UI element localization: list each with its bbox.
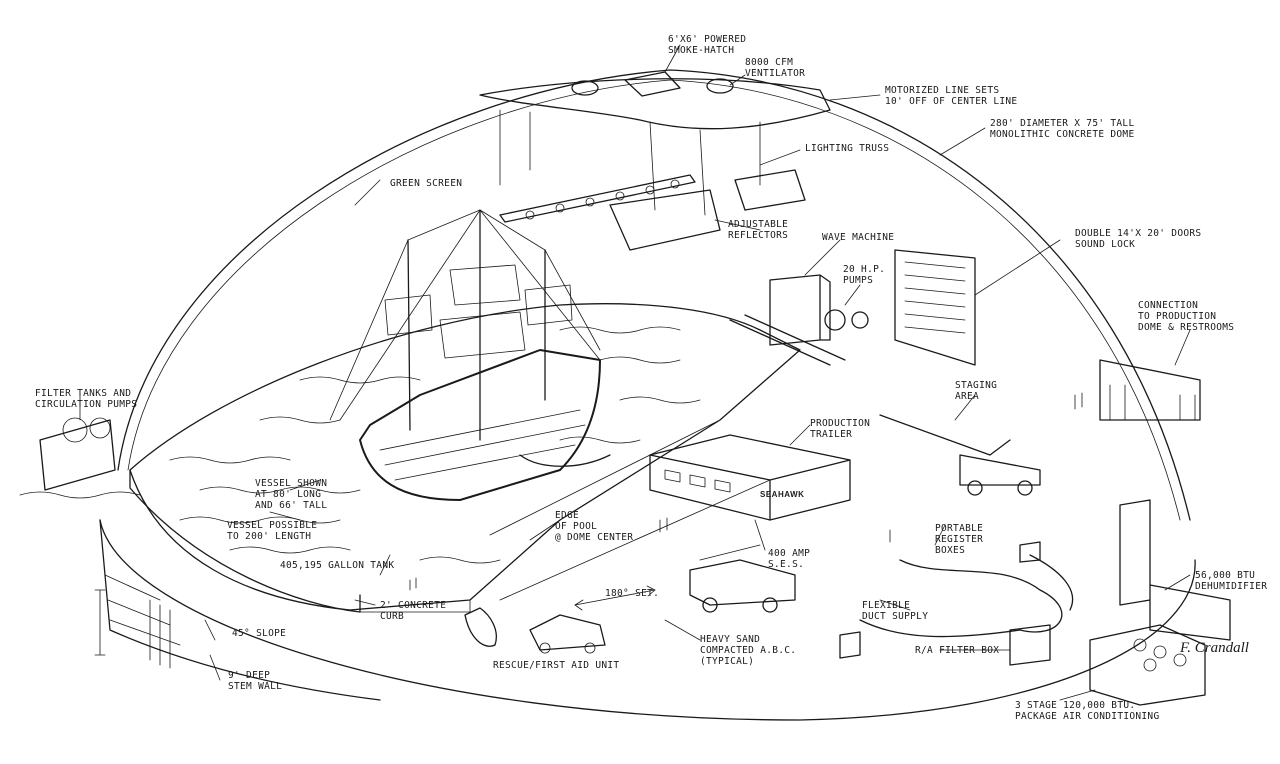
water-waves (169, 326, 701, 564)
artist-signature: F. Crandall (1180, 640, 1249, 656)
filter-box (1009, 624, 1051, 666)
label-green-screen: green screen (390, 178, 463, 189)
label-air-conditioning: 3 stage 120,000 btu. package air conditi… (1015, 700, 1160, 722)
label-stem-wall: 9' deep stem wall (228, 670, 283, 692)
set-arrow (574, 589, 656, 606)
label-pumps: 20 h.p. pumps (843, 264, 886, 286)
truck (689, 559, 796, 606)
label-filter-box: r/a filter box (915, 645, 1000, 656)
label-staging: staging area (955, 380, 998, 402)
staging-crane (879, 414, 1041, 486)
sound-lock-doors (894, 249, 976, 366)
ventilator-2 (706, 78, 734, 94)
rescue-boat (464, 607, 497, 647)
rescue-car (529, 614, 606, 651)
ship-sail-3 (384, 294, 433, 336)
label-lighting-truss: lighting truss (805, 143, 890, 154)
reflector-1 (609, 189, 721, 251)
flexible-duct-2 (1029, 554, 1074, 611)
pool-curb (129, 469, 361, 613)
pool-outline (129, 303, 801, 611)
label-doors: double 14'x 20' doors sound lock (1075, 228, 1202, 250)
dehumidifier (1119, 499, 1231, 641)
ship-mast-fore (407, 239, 411, 431)
label-wave-machine: wave machine (822, 232, 895, 243)
label-filter-tanks: filter tanks and circulation pumps (35, 388, 138, 410)
trailer-name-text: SEAHAWK (760, 490, 805, 499)
rowboat (519, 454, 611, 467)
label-line-sets: motorized line sets 10' off of center li… (885, 85, 1018, 107)
label-amp: 400 amp s.e.s. (768, 548, 811, 570)
label-set: 180° set. (605, 588, 660, 599)
label-dehumidifier: 56,000 btu dehumidifier (1195, 570, 1268, 592)
label-vessel-shown: vessel shown at 80' long and 66' tall (255, 478, 328, 511)
label-flexible-duct: flexible duct supply (862, 600, 929, 622)
label-reflectors: adjustable reflectors (728, 219, 789, 241)
label-dome: 280' diameter x 75' tall monolithic conc… (990, 118, 1135, 140)
label-gallon-tank: 405,195 gallon tank (280, 560, 395, 571)
reflector-2 (734, 169, 806, 211)
stem-wall (99, 519, 381, 701)
label-slope: 45° slope (232, 628, 287, 639)
label-heavy-sand: heavy sand compacted a.b.c. (typical) (700, 634, 797, 667)
people-figures (409, 392, 1083, 591)
label-rescue: rescue/first aid unit (493, 660, 620, 671)
filter-tanks (39, 419, 116, 491)
flexible-duct (899, 559, 1063, 633)
label-connection: connection to production dome & restroom… (1138, 300, 1235, 333)
register-box (1019, 541, 1041, 563)
dome-shell (117, 69, 1191, 521)
label-edge-pool: edge of pool @ dome center (555, 510, 634, 543)
ceiling-grid (479, 78, 831, 130)
label-production-trailer: production trailer (810, 418, 871, 440)
production-trailer (649, 434, 851, 521)
smoke-hatch (624, 71, 681, 97)
wave-machine (769, 274, 831, 346)
wave-pipes (729, 314, 846, 366)
label-register-boxes: portable register boxes (935, 523, 984, 556)
package-ac-unit (1089, 624, 1206, 706)
lighting-truss (499, 174, 696, 223)
label-smoke-hatch: 6'x6' powered smoke-hatch (668, 34, 747, 56)
dome-floor-edge (99, 519, 1196, 721)
connection-corridor (1099, 359, 1201, 421)
dome-shell-inner (127, 79, 1181, 521)
label-ventilator: 8000 cfm ventilator (745, 57, 806, 79)
label-concrete-curb: 2' concrete curb (380, 600, 447, 622)
ship-sail-4 (524, 284, 573, 326)
edge-of-pool-line (489, 419, 771, 601)
ship-sail-1 (449, 264, 521, 306)
ventilator-1 (571, 80, 599, 96)
label-vessel-possible: vessel possible to 200' length (227, 520, 318, 542)
leader-lines (79, 44, 1191, 701)
ship-sail-2 (439, 311, 526, 359)
